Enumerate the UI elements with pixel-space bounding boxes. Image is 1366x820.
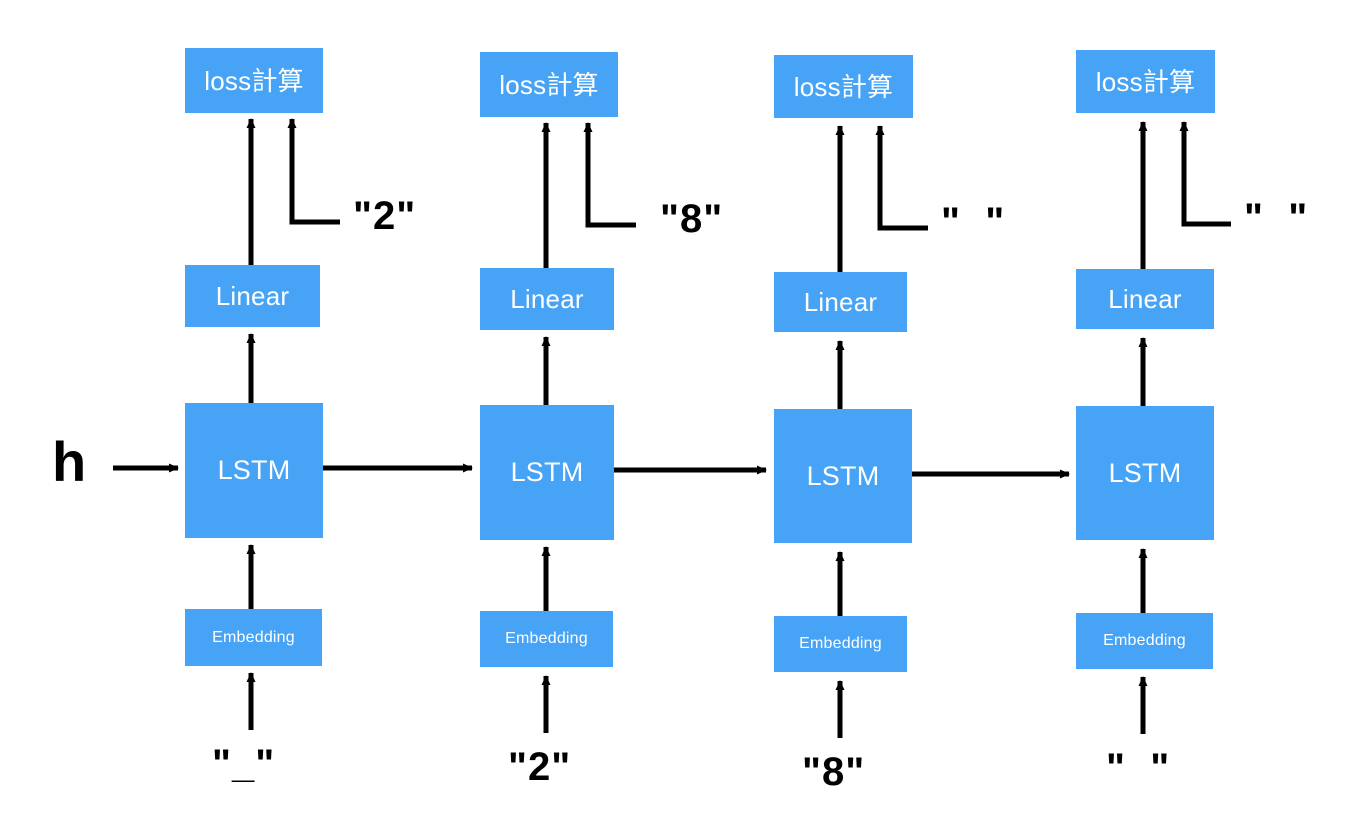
input-token-step3: "8" (802, 750, 866, 794)
arrow-target1-to-loss1 (287, 118, 340, 225)
arrow-target3-to-loss3 (875, 125, 928, 231)
linear-box-step1[interactable]: Linear (185, 265, 320, 327)
embedding-box-step1[interactable]: Embedding (185, 609, 322, 666)
linear-box-step3[interactable]: Linear (774, 272, 907, 332)
linear-box-step2[interactable]: Linear (480, 268, 614, 330)
input-token-step4: " " (1106, 746, 1171, 790)
initial-state-label: h (52, 430, 87, 493)
embedding-box-step4[interactable]: Embedding (1076, 613, 1213, 669)
loss-box-step4[interactable]: loss計算 (1076, 50, 1215, 113)
loss-box-step2[interactable]: loss計算 (480, 52, 618, 117)
lstm-box-step2[interactable]: LSTM (480, 405, 614, 540)
arrow-target4-to-loss4 (1179, 121, 1231, 227)
target-token-step4: " " (1244, 196, 1309, 240)
input-token-step2: "2" (508, 745, 572, 789)
target-token-step2: "8" (660, 197, 724, 241)
target-token-step3: " " (941, 200, 1006, 244)
input-token-step1: "_" (212, 742, 276, 786)
arrow-target2-to-loss2 (583, 122, 636, 228)
target-token-step1: "2" (353, 194, 417, 238)
loss-box-step3[interactable]: loss計算 (774, 55, 913, 118)
linear-box-step4[interactable]: Linear (1076, 269, 1214, 329)
loss-box-step1[interactable]: loss計算 (185, 48, 323, 113)
lstm-box-step3[interactable]: LSTM (774, 409, 912, 543)
embedding-box-step2[interactable]: Embedding (480, 611, 613, 667)
lstm-box-step4[interactable]: LSTM (1076, 406, 1214, 540)
lstm-box-step1[interactable]: LSTM (185, 403, 323, 538)
embedding-box-step3[interactable]: Embedding (774, 616, 907, 672)
